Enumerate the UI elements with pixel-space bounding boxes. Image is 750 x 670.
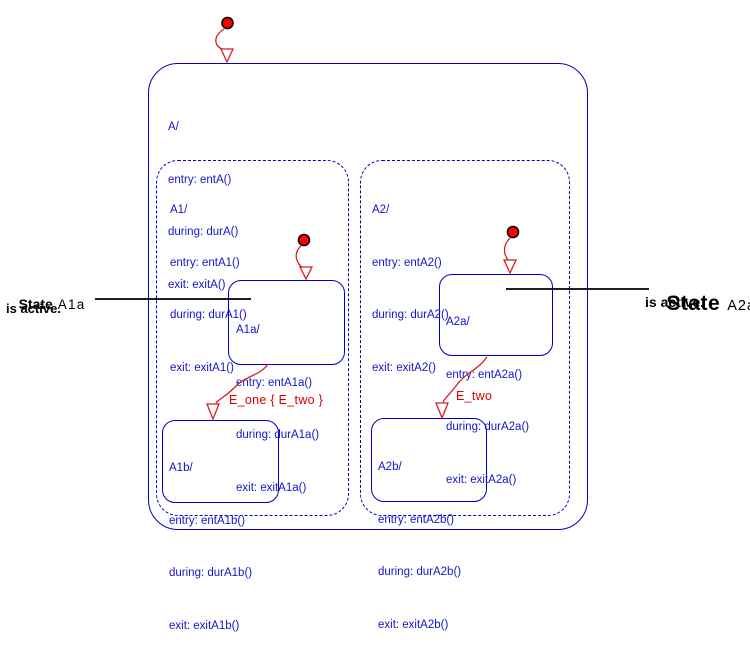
state-A-title: A/: [168, 121, 179, 133]
default-transition-to-A2a-dot[interactable]: [506, 225, 520, 239]
state-A[interactable]: [148, 63, 588, 530]
callout-left-state-name: A1a: [57, 297, 86, 312]
callout-right-subtitle: is active.: [645, 294, 705, 310]
state-A1-label: A1/ entry: entA1() during: durA1() exit:…: [170, 167, 247, 412]
transitions-layer: [95, 16, 649, 421]
stateflow-chart-canvas: A/ entry: entA() during: durA() exit: ex…: [3, 16, 750, 632]
callout-left-title: State A1a: [3, 280, 85, 328]
state-A2a-exit-action: exit: exitA2a(): [446, 473, 517, 486]
state-A2b-exit-action: exit: exitA2b(): [378, 618, 449, 631]
state-A1a-exit-action: exit: exitA1a(): [236, 481, 307, 494]
state-A2-title: A2/: [372, 204, 390, 216]
default-transition-to-A[interactable]: [215, 16, 235, 64]
state-A1a[interactable]: [228, 280, 345, 365]
state-A1-during-action: during: durA1(): [170, 309, 247, 321]
state-A2b-during-action: during: durA2b(): [378, 566, 462, 578]
state-A1-exit-action: exit: exitA1(): [170, 361, 234, 374]
default-transition-to-A-arrowhead: [219, 48, 235, 64]
callout-right-title: State A2a: [643, 268, 750, 340]
callout-right-state-name: A2a: [727, 298, 750, 314]
state-A2a-during-action: during: durA2a(): [446, 421, 530, 433]
default-transition-to-A-curve[interactable]: [215, 28, 226, 51]
state-A2b-entry-action: entry: entA2b(): [378, 513, 455, 526]
default-transition-to-A1a-curve[interactable]: [295, 245, 304, 269]
transition-A1a-to-A1b[interactable]: [206, 363, 269, 421]
transition-A2a-to-A2b-label[interactable]: E_two: [456, 389, 493, 403]
state-A2a-entry-action: entry: entA2a(): [446, 368, 523, 381]
state-A-during-action: during: durA(): [168, 226, 239, 238]
default-transition-to-A1a-dot[interactable]: [297, 233, 311, 247]
state-A1-entry-action: entry: entA1(): [170, 256, 240, 269]
default-transition-to-A1a[interactable]: [295, 233, 314, 281]
state-A2-during-action: during: durA2(): [372, 309, 449, 321]
transition-A1a-to-A1b-label[interactable]: E_one { E_two }: [229, 393, 324, 407]
default-transition-to-A2a-arrowhead: [502, 259, 518, 275]
transition-A1a-to-A1b-curve[interactable]: [215, 363, 269, 404]
state-A1b-exit-action: exit: exitA1b(): [169, 619, 240, 632]
state-A2a-title: A2a/: [446, 316, 470, 328]
state-A1a-entry-action: entry: entA1a(): [236, 376, 313, 389]
state-A1b[interactable]: [162, 420, 279, 503]
state-A2[interactable]: [360, 160, 570, 516]
state-A2b[interactable]: [371, 418, 487, 502]
state-A-entry-action: entry: entA(): [168, 173, 232, 186]
state-A1a-title: A1a/: [236, 324, 260, 336]
state-A1a-during-action: during: durA1a(): [236, 429, 320, 441]
default-transition-to-A1a-arrowhead: [298, 266, 314, 281]
state-A1b-title: A1b/: [169, 462, 193, 474]
state-A1a-label: A1a/ entry: entA1a() during: durA1a() ex…: [236, 287, 319, 532]
callout-left-lead-text: State: [18, 296, 53, 312]
transition-A2a-to-A2b[interactable]: [435, 356, 488, 420]
callout-right-lead-text: State: [666, 292, 721, 315]
state-A-label: A/ entry: entA() during: durA() exit: ex…: [168, 84, 238, 329]
state-A2b-title: A2b/: [378, 461, 402, 473]
state-A2-exit-action: exit: exitA2(): [372, 361, 436, 374]
state-A2a[interactable]: [439, 274, 553, 356]
transition-A2a-to-A2b-arrowhead: [435, 402, 449, 420]
default-transition-to-A2a[interactable]: [502, 225, 520, 275]
state-A2a-label: A2a/ entry: entA2a() during: durA2a() ex…: [446, 279, 529, 524]
state-A1b-during-action: during: durA1b(): [169, 567, 253, 579]
transition-A1a-to-A1b-arrowhead: [206, 403, 220, 421]
state-A1[interactable]: [156, 160, 349, 516]
state-A1b-entry-action: entry: entA1b(): [169, 514, 246, 527]
default-transition-to-A2a-curve[interactable]: [503, 237, 511, 261]
callout-left-subtitle: is active.: [6, 301, 61, 316]
transition-A2a-to-A2b-curve[interactable]: [442, 356, 488, 403]
state-A-exit-action: exit: exitA(): [168, 278, 226, 291]
state-A2-entry-action: entry: entA2(): [372, 256, 442, 269]
state-A2-label: A2/ entry: entA2() during: durA2() exit:…: [372, 167, 449, 412]
state-A1-title: A1/: [170, 204, 188, 216]
default-transition-to-A-dot[interactable]: [221, 16, 234, 30]
